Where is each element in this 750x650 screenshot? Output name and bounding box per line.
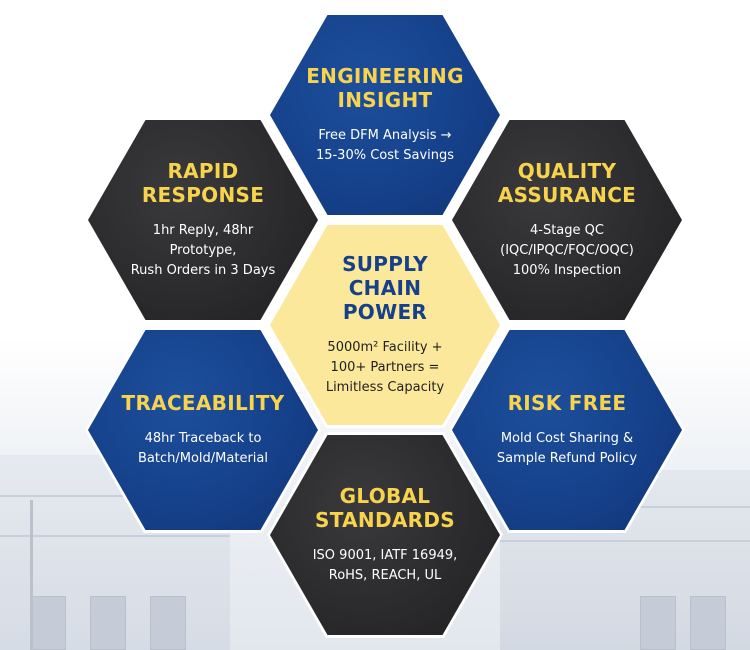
hex-description: 1hr Reply, 48hr Prototype, Rush Orders i… xyxy=(130,223,276,278)
hex-description: 5000m² Facility + 100+ Partners = Limitl… xyxy=(325,340,445,395)
hex-title: QUALITY ASSURANCE xyxy=(497,159,637,207)
hex-engineering-insight: ENGINEERING INSIGHT Free DFM Analysis → … xyxy=(270,15,500,215)
hex-title: GLOBAL STANDARDS xyxy=(315,484,455,532)
hex-description: Free DFM Analysis → 15-30% Cost Savings xyxy=(315,128,455,163)
hex-traceability: TRACEABILITY 48hr Traceback to Batch/Mol… xyxy=(88,330,318,530)
hex-description: 4-Stage QC (IQC/IPQC/FQC/OQC) 100% Inspe… xyxy=(500,223,634,278)
hex-title: TRACEABILITY xyxy=(121,391,285,415)
hex-title: SUPPLY CHAIN POWER xyxy=(342,252,428,324)
hex-description: 48hr Traceback to Batch/Mold/Material xyxy=(138,431,268,466)
hex-description: ISO 9001, IATF 16949, RoHS, REACH, UL xyxy=(312,548,458,583)
pole-graphic xyxy=(30,500,33,650)
hex-title: ENGINEERING INSIGHT xyxy=(306,64,464,112)
hex-description: Mold Cost Sharing & Sample Refund Policy xyxy=(496,431,638,466)
hex-title: RISK FREE xyxy=(507,391,627,415)
hex-supply-chain-power: SUPPLY CHAIN POWER 5000m² Facility + 100… xyxy=(270,225,500,425)
hex-title: RAPID RESPONSE xyxy=(141,159,265,207)
